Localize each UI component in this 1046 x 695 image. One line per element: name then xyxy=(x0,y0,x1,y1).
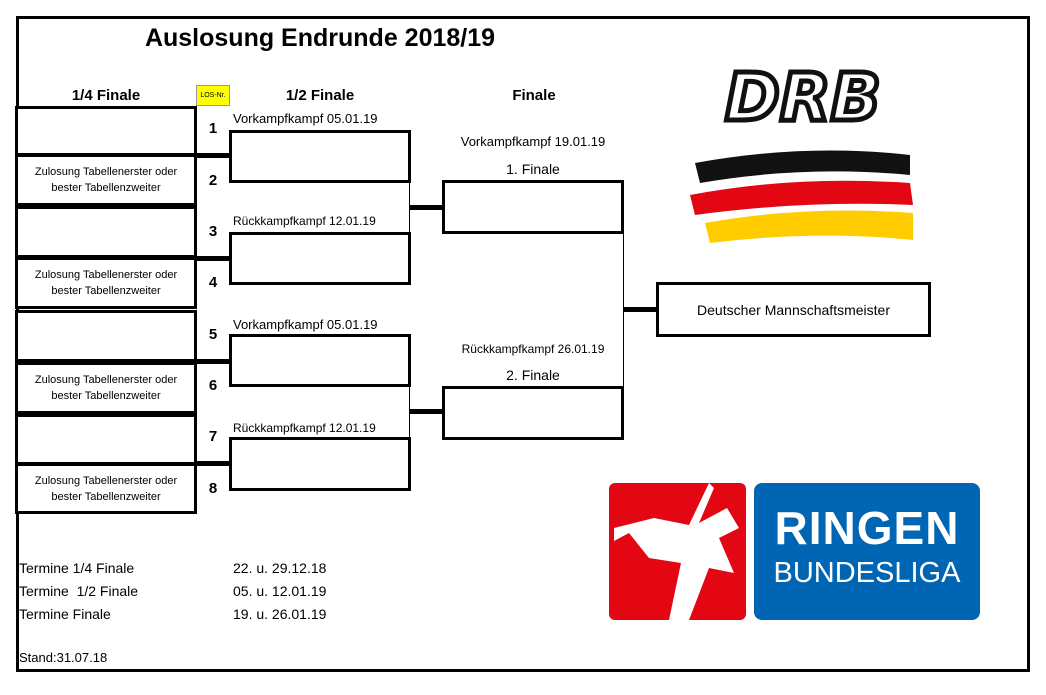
champion-box[interactable]: Deutscher Mannschaftsmeister xyxy=(656,282,931,337)
final-1-name: 1. Finale xyxy=(506,161,560,177)
semi-label-4: Rückkampfkampf 12.01.19 xyxy=(233,421,376,435)
flag-stripe-gold xyxy=(705,210,913,243)
wrestler-icon xyxy=(614,483,739,620)
connector xyxy=(409,183,410,233)
termine-label-1: Termine 1/4 Finale xyxy=(19,560,135,576)
semi-box-3[interactable] xyxy=(229,334,411,387)
quarter-final-box-7[interactable] xyxy=(15,414,197,465)
semi-box-4[interactable] xyxy=(229,437,411,491)
termine-value-2: 05. u. 12.01.19 xyxy=(233,583,327,599)
wrestler-logo-tile xyxy=(609,483,746,620)
quarter-final-text: Zulosung Tabellenerster oder bester Tabe… xyxy=(34,166,178,194)
los-number-2: 2 xyxy=(208,172,218,189)
quarter-final-box-5[interactable] xyxy=(15,310,197,362)
ringen-text: RINGEN xyxy=(774,502,960,554)
header-final: Finale xyxy=(512,87,556,104)
quarter-final-text: Zulosung Tabellenerster oder bester Tabe… xyxy=(34,474,178,503)
drb-logo: DRB xyxy=(690,57,913,243)
quarter-final-box-2[interactable]: Zulosung Tabellenerster oder bester Tabe… xyxy=(15,154,197,206)
quarter-final-box-3[interactable] xyxy=(15,206,197,258)
quarter-final-text: Zulosung Tabellenerster oder bester Tabe… xyxy=(34,374,178,402)
final-box-1[interactable] xyxy=(442,180,624,234)
connector xyxy=(196,256,230,261)
los-number-7: 7 xyxy=(208,428,218,445)
final-box-2[interactable] xyxy=(442,386,624,440)
drb-logo-text: DRB xyxy=(725,59,881,136)
quarter-final-box-6[interactable]: Zulosung Tabellenerster oder bester Tabe… xyxy=(15,362,197,414)
connector xyxy=(624,307,658,312)
connector xyxy=(196,359,230,364)
semi-label-2: Rückkampfkampf 12.01.19 xyxy=(233,214,376,228)
termine-value-3: 19. u. 26.01.19 xyxy=(233,606,327,622)
header-quarter-final: 1/4 Finale xyxy=(71,87,141,104)
stand-date: Stand:31.07.18 xyxy=(19,650,108,665)
champion-label: Deutscher Mannschaftsmeister xyxy=(697,301,890,318)
final-1-date: Vorkampfkampf 19.01.19 xyxy=(460,134,606,149)
connector xyxy=(410,409,444,414)
semi-label-3: Vorkampfkampf 05.01.19 xyxy=(233,317,378,332)
semi-box-1[interactable] xyxy=(229,130,411,183)
bundesliga-text: BUNDESLIGA xyxy=(773,557,961,589)
flag-stripe-black xyxy=(695,150,910,183)
flag-stripe-red xyxy=(690,180,913,215)
connector xyxy=(409,387,410,438)
semi-label-1: Vorkampfkampf 05.01.19 xyxy=(233,111,378,126)
los-number-8: 8 xyxy=(208,480,218,497)
final-2-name: 2. Finale xyxy=(506,367,560,383)
quarter-final-box-4[interactable]: Zulosung Tabellenerster oder bester Tabe… xyxy=(15,257,197,309)
los-number-3: 3 xyxy=(208,223,218,240)
header-semi-final: 1/2 Finale xyxy=(285,87,355,104)
los-number-1: 1 xyxy=(208,120,218,137)
quarter-final-box-8[interactable]: Zulosung Tabellenerster oder bester Tabe… xyxy=(15,463,197,514)
ringen-bundesliga-tile: RINGEN BUNDESLIGA xyxy=(754,483,980,620)
connector xyxy=(410,205,444,210)
quarter-final-box-1[interactable] xyxy=(15,106,197,156)
connector xyxy=(196,153,230,158)
page-title: Auslosung Endrunde 2018/19 xyxy=(144,24,496,52)
semi-box-2[interactable] xyxy=(229,232,411,285)
final-2-date: Rückkampfkampf 26.01.19 xyxy=(461,342,605,356)
connector xyxy=(196,461,230,466)
los-nr-label: LOS-Nr. xyxy=(196,85,230,106)
los-number-6: 6 xyxy=(208,377,218,394)
termine-label-2: Termine 1/2 Finale xyxy=(19,583,139,599)
termine-label-3: Termine Finale xyxy=(19,606,111,622)
los-number-5: 5 xyxy=(208,326,218,343)
los-number-4: 4 xyxy=(208,274,218,291)
connector xyxy=(623,234,624,386)
quarter-final-text: Zulosung Tabellenerster oder bester Tabe… xyxy=(34,269,178,297)
termine-value-1: 22. u. 29.12.18 xyxy=(233,560,327,576)
